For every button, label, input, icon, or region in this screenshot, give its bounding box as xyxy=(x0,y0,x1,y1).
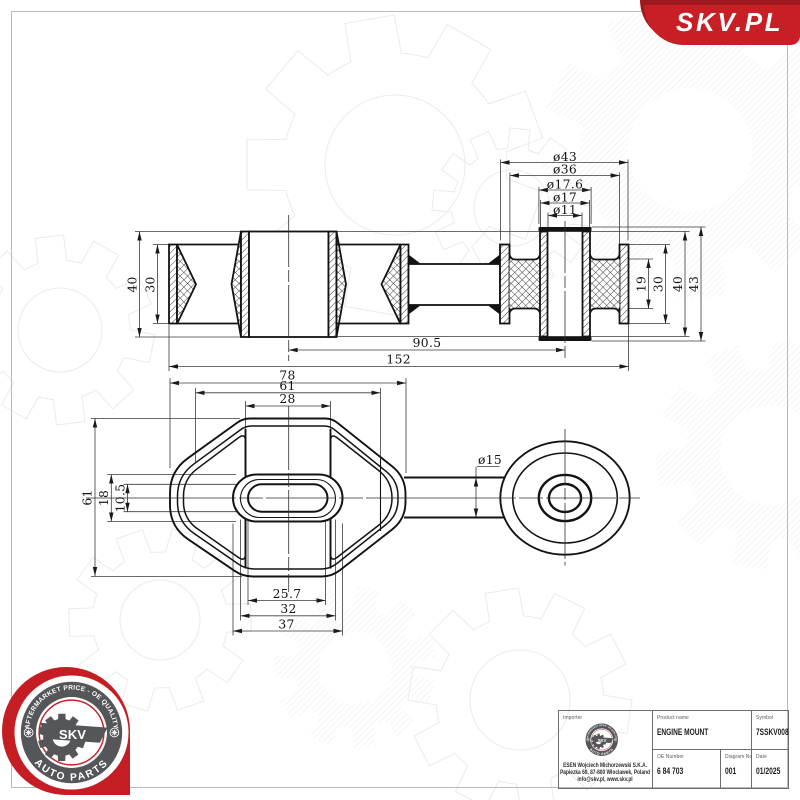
dim-d43: ø43 xyxy=(553,150,577,164)
side-view xyxy=(168,227,630,341)
sheet-frame xyxy=(11,11,788,788)
left-bushing-rubber-cone-right xyxy=(335,231,347,338)
skv-badge xyxy=(644,5,800,45)
right-bushing-rubber-edges xyxy=(508,254,621,314)
diagram-no-label: Diagram No xyxy=(724,754,752,760)
dim-61-left: 61 xyxy=(81,489,95,505)
symbol-label: Symbol xyxy=(756,714,774,721)
importer-label: Importer xyxy=(563,714,583,721)
tb-divider-2 xyxy=(751,710,752,749)
dim-90-5: 90.5 xyxy=(413,336,442,350)
tb-top-row: Product name ENGINE MOUNT Symbol 7SSKV00… xyxy=(651,710,789,750)
arm-bar xyxy=(404,476,505,519)
dim-78: 78 xyxy=(279,369,295,383)
right-bushing-rubber-left xyxy=(509,259,540,308)
dim-d15: ø15 xyxy=(478,453,502,467)
left-bushing-band-right xyxy=(327,230,338,338)
importer-contact: info@skv.pl, www.skv.pl xyxy=(577,776,633,783)
dim-18: 18 xyxy=(97,490,111,506)
left-bushing-sleeve-right xyxy=(336,243,401,325)
symbol-value: 7SSKV008 xyxy=(756,727,789,737)
top-view xyxy=(169,417,631,578)
dim-right-43: 43 xyxy=(687,276,701,292)
skv-emblem-mini xyxy=(583,721,621,759)
tube-wall-right xyxy=(581,230,591,338)
connecting-shaft xyxy=(407,263,501,306)
extension-and-dimension-lines xyxy=(91,159,706,636)
diagram-no-value: 001 xyxy=(724,766,736,776)
stadium-middle xyxy=(239,478,337,519)
left-bushing-rubber-cone-left xyxy=(230,231,242,338)
dim-32: 32 xyxy=(280,602,296,616)
left-bushing-right-rubber xyxy=(380,244,402,325)
skv-badge-text: SKV.PL xyxy=(676,6,784,37)
tb-divider-3 xyxy=(719,750,721,789)
right-bushing-ring-right xyxy=(618,243,630,325)
dim-28: 28 xyxy=(279,392,295,406)
dim-10-5: 10.5 xyxy=(114,484,128,513)
dimension-labels: ø43 ø36 ø17.6 ø17 ø11 40 30 19 30 40 43 … xyxy=(81,150,702,632)
left-bushing-left-rubber xyxy=(176,244,197,325)
oe-number-value: 6 84 703 xyxy=(656,766,683,776)
right-bushing-ring-left xyxy=(499,243,511,325)
dim-d11: ø11 xyxy=(553,203,577,217)
left-bushing-band-left xyxy=(240,230,250,338)
dim-d17-6: ø17.6 xyxy=(547,178,584,192)
centerlines xyxy=(86,215,640,592)
left-bushing-sleeve-left xyxy=(177,243,241,325)
tb-divider-1 xyxy=(651,710,653,788)
dim-left-30: 30 xyxy=(144,276,158,292)
date-label: Date xyxy=(756,754,767,760)
dim-right-30: 30 xyxy=(652,276,666,292)
dim-right-40: 40 xyxy=(671,276,685,292)
housing-inner-edge xyxy=(176,425,399,570)
dimension-arrowheads xyxy=(92,160,704,634)
dim-left-40: 40 xyxy=(126,276,140,292)
date-value: 01/2025 xyxy=(756,766,781,776)
importer-address: Papiezka 69, 87-800 Wloclawek, Poland xyxy=(560,769,650,776)
dim-d36: ø36 xyxy=(553,163,577,177)
oe-number-label: OE Number xyxy=(656,754,684,760)
left-bushing-left-face xyxy=(168,243,178,325)
title-block: Product name ENGINE MOUNT Symbol 7SSKV00… xyxy=(557,709,789,789)
tube-wall-left xyxy=(539,230,549,338)
left-bushing-right-face xyxy=(399,243,410,325)
right-bushing-rubber-right xyxy=(590,259,620,308)
dim-25-7: 25.7 xyxy=(273,587,302,601)
dim-right-19: 19 xyxy=(635,276,649,292)
dim-d17: ø17 xyxy=(553,191,577,205)
product-name-value: ENGINE MOUNT xyxy=(656,726,708,737)
tb-bottom-row: OE Number 6 84 703 Diagram No 001 Date 0… xyxy=(652,750,789,789)
product-name-label: Product name xyxy=(656,714,689,721)
skv-emblem xyxy=(13,674,130,791)
housing-outline xyxy=(169,417,407,578)
tb-divider-4 xyxy=(751,750,752,789)
importer-company: ESEN Wojciech Michorzewski S.K.A. xyxy=(563,762,647,769)
dim-37: 37 xyxy=(278,618,294,632)
dim-152: 152 xyxy=(386,353,411,367)
dim-61-top: 61 xyxy=(279,379,295,393)
